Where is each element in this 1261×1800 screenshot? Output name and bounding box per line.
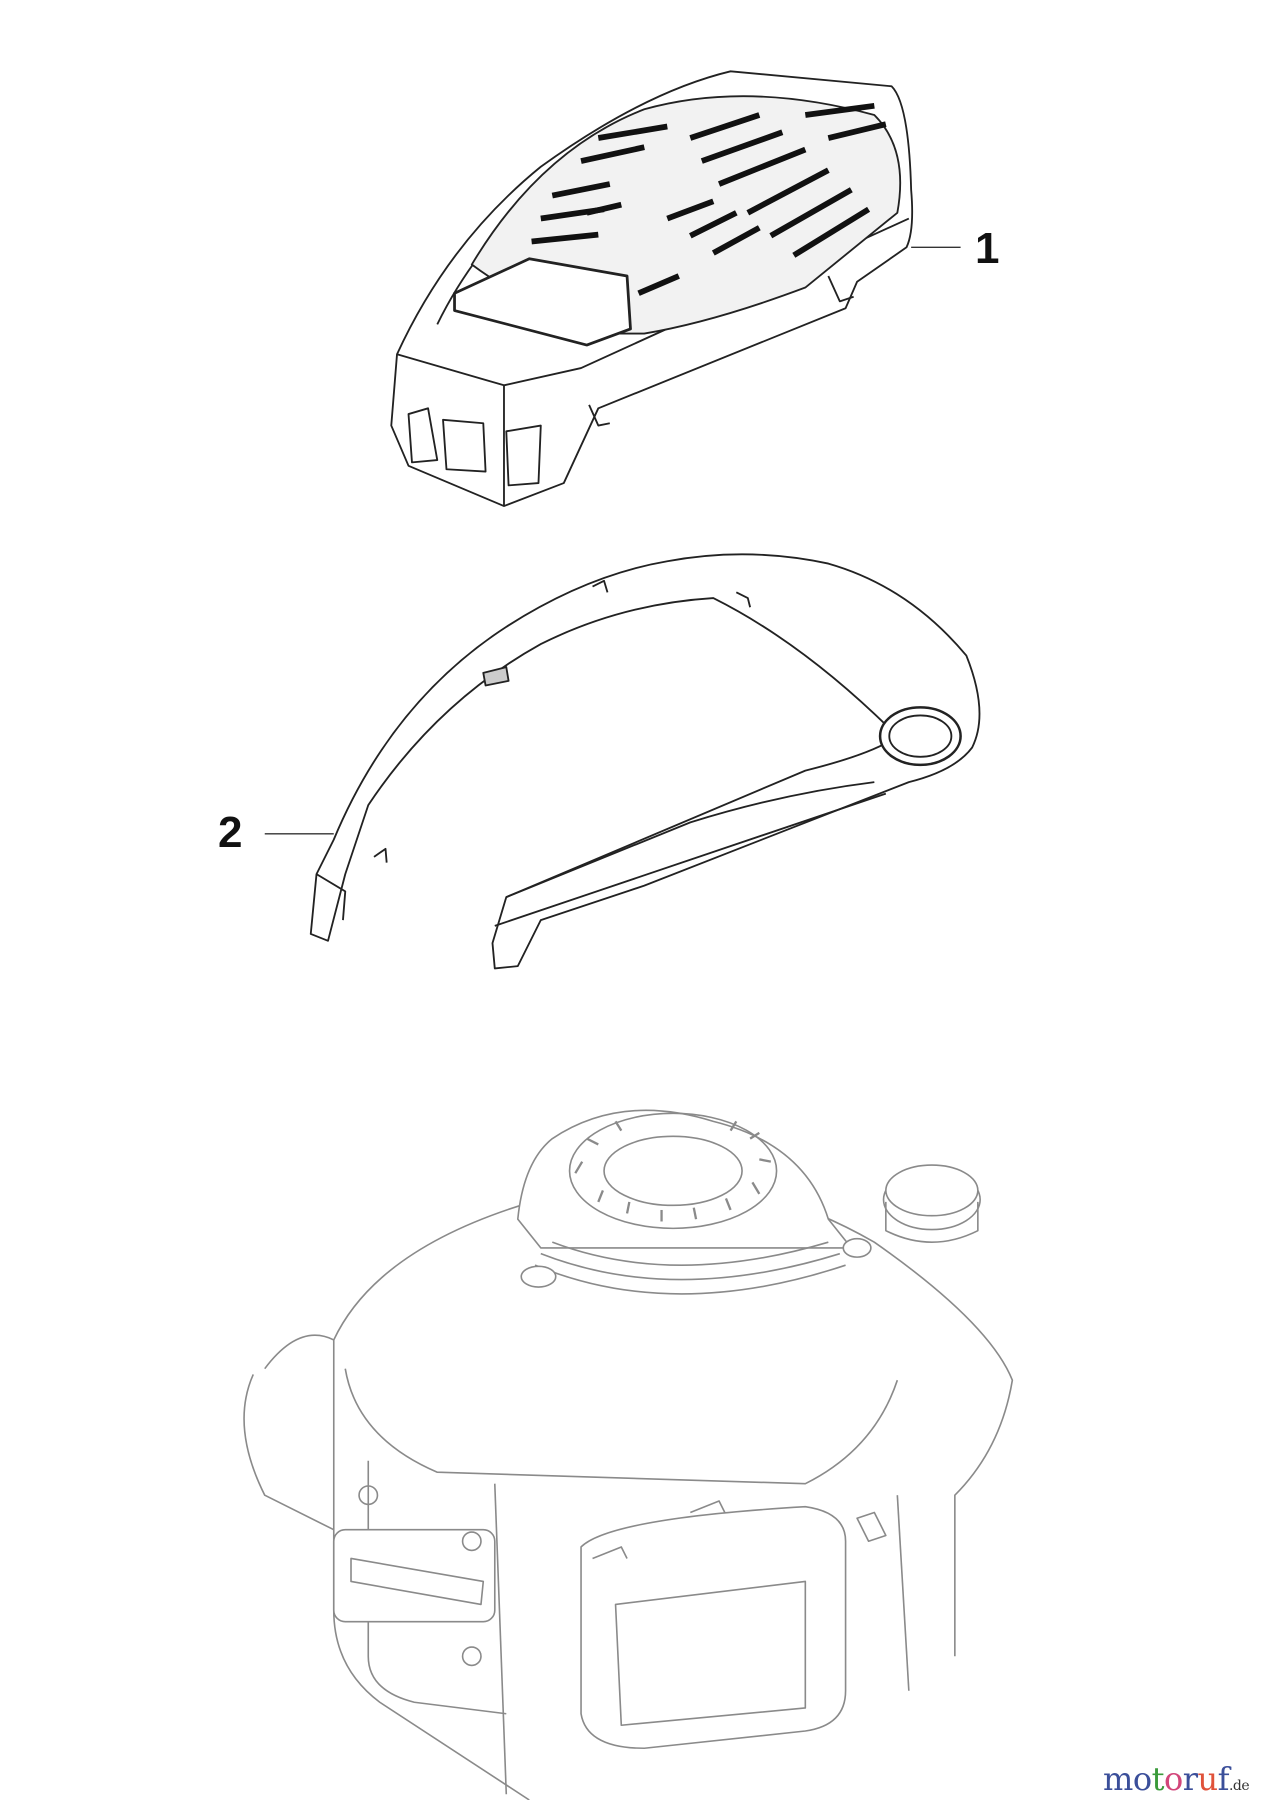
cover-part <box>390 70 914 507</box>
watermark-text: motoruf <box>1103 1760 1230 1798</box>
callout-label-2: 2 <box>218 808 243 857</box>
watermark-letter: r <box>1182 1760 1198 1798</box>
watermark-letter: o <box>1132 1760 1152 1798</box>
shroud-part <box>309 553 981 970</box>
watermark-letter: o <box>1163 1760 1183 1798</box>
watermark-letter: t <box>1151 1760 1165 1798</box>
watermark-letter: u <box>1197 1760 1219 1798</box>
watermark-letter: f <box>1217 1760 1230 1798</box>
callout-label-1: 1 <box>975 224 1000 273</box>
watermark-letter: m <box>1103 1760 1133 1798</box>
watermark-logo: motoruf.de <box>1103 1760 1250 1798</box>
engine-part <box>243 1109 1014 1800</box>
watermark-suffix: .de <box>1228 1778 1250 1794</box>
